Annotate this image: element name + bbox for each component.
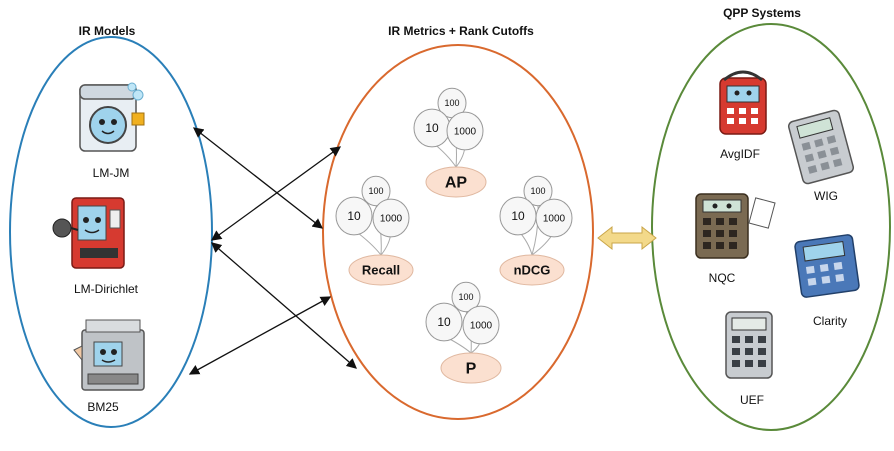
balloon (535, 198, 573, 238)
cutoff-label: 10 (347, 209, 361, 223)
metric-pill (499, 254, 565, 286)
qpp-heading: QPP Systems (723, 6, 801, 20)
double-arrow (597, 225, 657, 251)
qpp-ellipse (651, 23, 891, 431)
qpp-label-nqc: NQC (708, 271, 736, 285)
cutoff-label: 1000 (454, 126, 477, 137)
cutoff-label: 10 (425, 121, 439, 135)
cutoff-label: 10 (511, 209, 525, 223)
cutoff-label: 1000 (543, 213, 566, 224)
balloon (335, 196, 373, 236)
model-label-bm25: BM25 (87, 400, 119, 414)
metric-label: P (466, 360, 477, 377)
blue-calculator-icon (794, 234, 860, 298)
grey-calculator-icon (787, 109, 855, 185)
cutoff-label: 100 (368, 186, 383, 196)
qpp-label-wig: WIG (814, 189, 838, 203)
cutoff-label: 1000 (470, 320, 493, 331)
brown-calculator-icon (695, 193, 776, 259)
metric-label: Recall (362, 262, 400, 277)
metric-pill (348, 254, 414, 286)
balloon (462, 305, 500, 345)
cutoff-label: 1000 (380, 213, 403, 224)
balloon (361, 175, 391, 207)
metric-pill (425, 166, 487, 198)
balloon (446, 111, 484, 151)
balloon (372, 198, 410, 238)
red-calculator-icon (719, 70, 767, 135)
vending-machine-icon (52, 197, 125, 269)
connection-arrows (188, 127, 357, 375)
cutoff-label: 100 (444, 98, 459, 108)
balloon (425, 302, 463, 342)
cutoff-label: 100 (530, 186, 545, 196)
balloon (451, 281, 481, 313)
cutoff-label: 10 (437, 315, 451, 329)
metric-pill (440, 352, 502, 384)
metric-group-ndcg: 100 10 1000 nDCG (499, 175, 573, 286)
ir-models-heading: IR Models (78, 24, 136, 38)
model-label-lm-jm: LM-JM (92, 166, 130, 180)
model-label-lm-dirichlet: LM-Dirichlet (73, 282, 139, 296)
silver-calculator-icon (725, 311, 773, 379)
qpp-label-uef: UEF (740, 393, 764, 407)
metrics-heading: IR Metrics + Rank Cutoffs (388, 24, 534, 38)
cutoff-label: 100 (458, 292, 473, 302)
copier-icon (73, 319, 145, 391)
metric-label: AP (445, 174, 468, 191)
washing-machine-icon (79, 82, 145, 152)
metric-label: nDCG (514, 262, 551, 277)
balloon (523, 175, 553, 207)
qpp-label-avgidf: AvgIDF (720, 147, 760, 161)
qpp-label-clarity: Clarity (812, 314, 848, 328)
